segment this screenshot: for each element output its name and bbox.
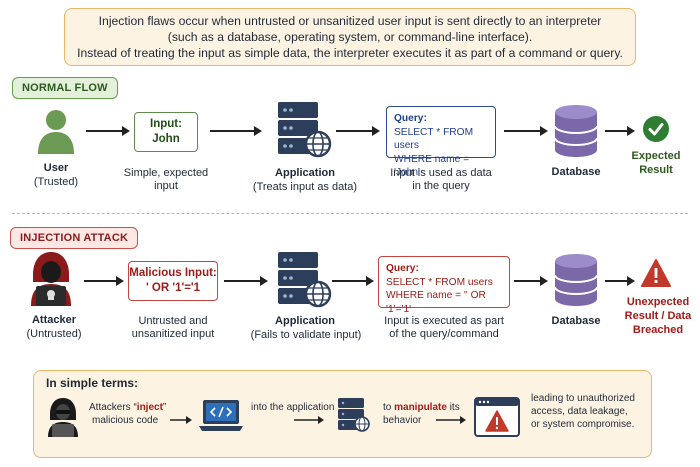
hacker-icon [31, 252, 71, 306]
app-title-normal: Application [275, 167, 335, 179]
s1-b: ” [162, 402, 167, 413]
arrow-query-to-db [504, 126, 548, 136]
simple-step-4-3: or system compromise. [531, 419, 635, 430]
arrow-simple-1 [170, 416, 192, 424]
unexpected-result-2: Result / Data [624, 310, 692, 322]
s1-a: Attackers “ [89, 402, 137, 413]
arrow-simple-3 [436, 416, 466, 424]
input-box-normal: Input: John [134, 112, 198, 152]
s1-c: malicious code [92, 415, 159, 426]
attack-query-desc-1: Input is executed as part [384, 315, 504, 327]
browser-warning-icon [474, 397, 520, 437]
normal-flow-tag: NORMAL FLOW [12, 77, 118, 99]
database-icon [554, 254, 598, 306]
server-icon [278, 252, 332, 308]
intro-line-1: Injection flaws occur when untrusted or … [98, 14, 602, 28]
attack-input-desc-2: unsanitized input [131, 328, 215, 340]
arrow-input-to-app-attack [224, 276, 268, 286]
simple-step-2: into the application [251, 402, 335, 413]
user-icon [38, 110, 74, 154]
user-subtitle: (Trusted) [33, 176, 79, 188]
arrow-user-to-input [86, 126, 130, 136]
simple-step-3: to manipulate its [383, 402, 463, 415]
app-title-attack: Application [275, 315, 335, 327]
query-line-1: SELECT * FROM users [394, 126, 474, 152]
s1-highlight: inject [136, 402, 163, 413]
query-box-normal: Query: SELECT * FROM users WHERE name = … [386, 106, 496, 178]
section-divider [12, 213, 688, 214]
app-sub-attack: (Fails to validate input) [250, 329, 362, 341]
query-box-attack: Query: SELECT * FROM users WHERE name = … [378, 256, 510, 315]
arrow-db-to-result [605, 126, 635, 136]
expected-result-2: Result [639, 164, 673, 176]
simple-step-4-1: leading to unauthorized [531, 393, 635, 404]
attack-query-head: Query: [386, 263, 419, 274]
unexpected-result-1: Unexpected [626, 296, 690, 308]
attack-input-desc-1: Untrusted and [138, 315, 208, 327]
attack-query-line-2: WHERE name = '' OR '1'='1' [386, 290, 486, 315]
query-desc-1: Input is used as data [390, 167, 492, 179]
query-desc-2: in the query [412, 180, 470, 192]
database-icon [554, 105, 598, 157]
malicious-input-label: Malicious Input: [129, 267, 217, 279]
attack-query-line-1: SELECT * FROM users [386, 276, 493, 288]
intro-line-2: (such as a database, operating system, o… [167, 30, 533, 44]
s3-b: its [446, 402, 460, 413]
arrow-simple-2 [294, 416, 324, 424]
malicious-input-value: ' OR '1'='1 [145, 282, 201, 294]
check-icon [643, 116, 669, 142]
s3-highlight: manipulate [394, 402, 447, 413]
arrow-query-to-db-attack [514, 276, 548, 286]
input-value: John [152, 133, 180, 145]
input-box-attack: Malicious Input: ' OR '1'='1 [128, 261, 218, 301]
arrow-app-to-query [336, 126, 380, 136]
injection-attack-tag: INJECTION ATTACK [10, 227, 139, 249]
input-label: Input: [150, 118, 182, 130]
db-label-normal: Database [551, 166, 601, 178]
input-desc-2: input [154, 180, 178, 192]
arrow-db-to-result-attack [605, 276, 635, 286]
input-desc-1: Simple, expected [123, 167, 209, 179]
simple-title: In simple terms: [46, 376, 139, 390]
app-sub-normal: (Treats input as data) [252, 181, 358, 193]
simple-step-4-2: access, data leakage, [531, 406, 628, 417]
simple-step-1b: malicious code [92, 415, 182, 428]
unexpected-result-3: Breached [632, 324, 684, 336]
hacker-small-icon [48, 398, 78, 437]
expected-result-1: Expected [631, 150, 681, 162]
db-label-attack: Database [551, 315, 601, 327]
intro-line-3: Instead of treating the input as simple … [77, 46, 623, 60]
query-line-2: WHERE name = 'John' [394, 153, 470, 179]
user-title: User [43, 162, 69, 174]
warning-icon [641, 259, 671, 287]
arrow-app-to-query-attack [332, 276, 374, 286]
query-head: Query: [394, 113, 427, 124]
arrow-input-to-app [210, 126, 262, 136]
attacker-title: Attacker [31, 314, 77, 326]
simple-step-1: Attackers “inject” [89, 402, 179, 415]
code-icon [199, 400, 243, 431]
server-small-icon [338, 398, 370, 432]
server-icon [278, 102, 332, 158]
simple-terms-box [33, 370, 652, 458]
s3-a: to [383, 402, 395, 413]
attack-query-desc-2: of the query/command [389, 328, 499, 340]
arrow-attacker-to-input [84, 276, 124, 286]
attacker-subtitle: (Untrusted) [26, 328, 82, 340]
intro-box: Injection flaws occur when untrusted or … [64, 8, 636, 66]
simple-step-3b: behavior [383, 415, 422, 426]
